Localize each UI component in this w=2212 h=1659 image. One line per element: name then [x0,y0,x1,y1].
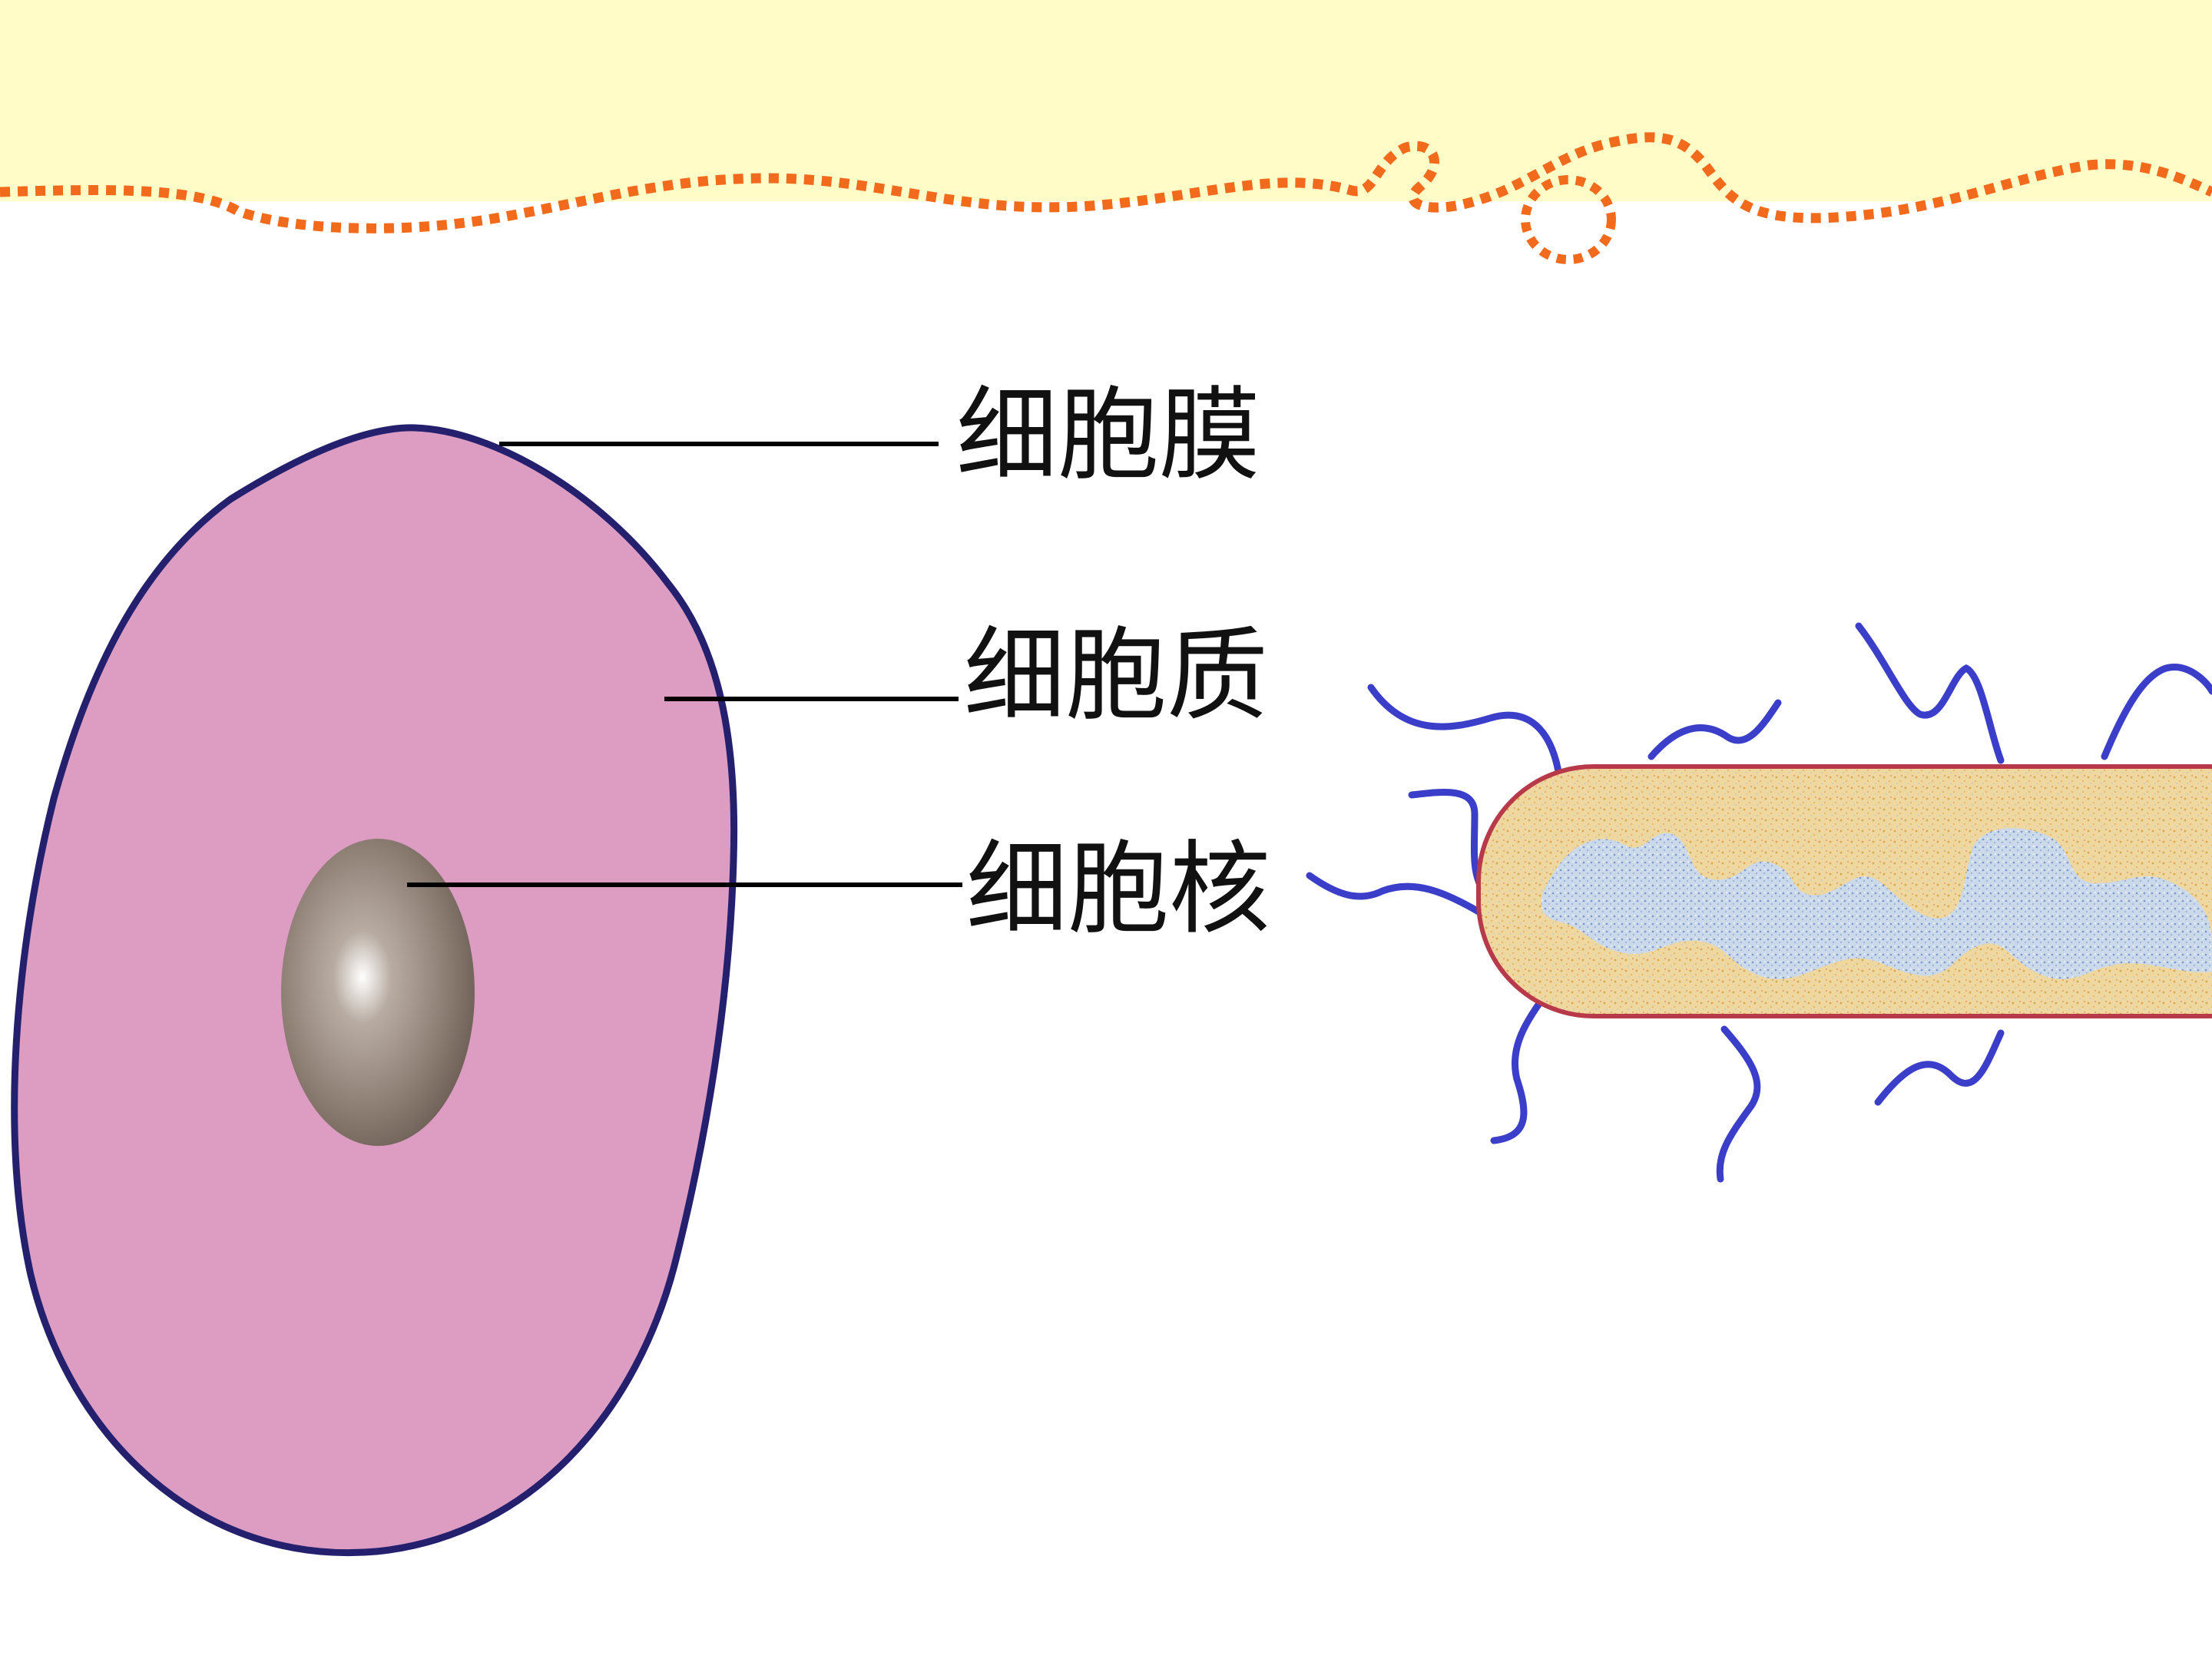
bacterium [1476,764,2212,1018]
header-band [0,0,2212,201]
label-cytoplasm: 细胞质 [964,617,1268,735]
dotted-loop [1521,175,1616,264]
bacterium-flagella [1306,622,2212,1183]
label-cell-nucleus: 细胞核 [966,830,1270,949]
label-cell-membrane: 细胞膜 [956,376,1260,495]
cell-nucleus [281,839,475,1146]
bacterium-nucleoid [1541,828,2212,979]
